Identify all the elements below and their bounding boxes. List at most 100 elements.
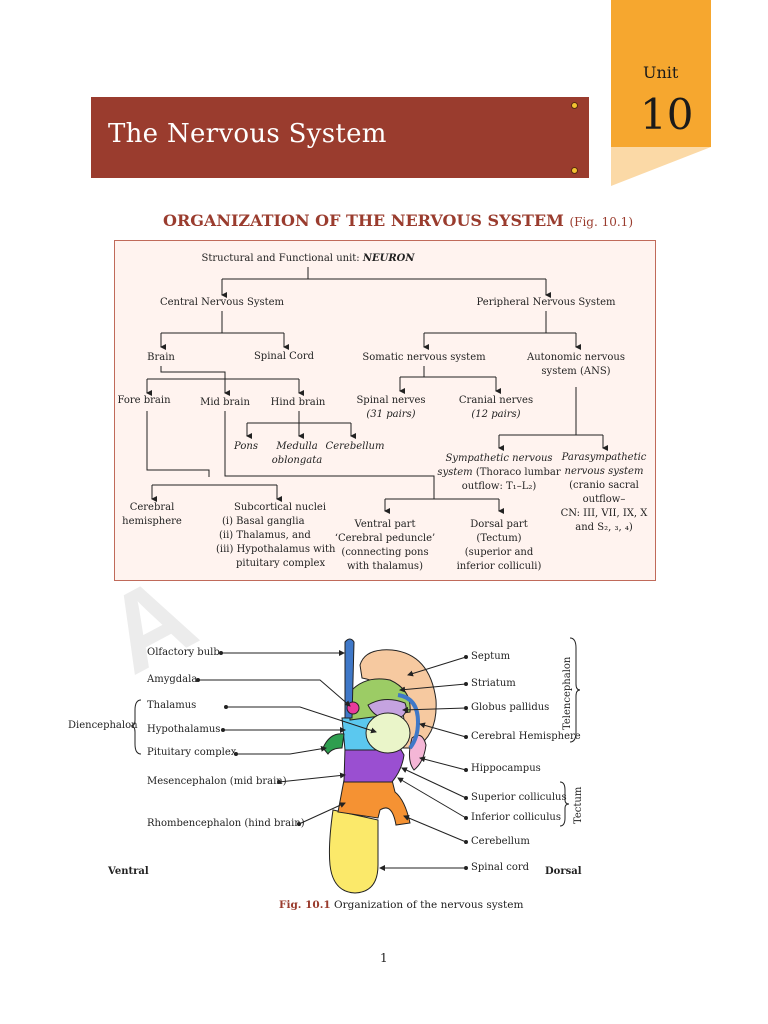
tree-root-neuron: NEURON <box>362 253 415 264</box>
figure-caption-label: Fig. 10.1 <box>279 899 331 911</box>
label-diencephalon: Diencephalon <box>68 720 138 731</box>
region-thalamus <box>365 712 411 754</box>
tree-cerebral-hemisphere: Cerebral hemisphere <box>122 501 182 529</box>
organization-tree: Structural and Functional unit: NEURON C… <box>114 240 656 581</box>
tree-cerebral-line-2: hemisphere <box>122 516 182 527</box>
tree-sub-ii: (ii) Thalamus, and <box>219 530 311 541</box>
label-thalamus: Thalamus <box>147 700 197 711</box>
chapter-title-banner: The Nervous System <box>91 97 589 178</box>
tree-sub-iii: (iii) Hypothalamus with <box>216 544 336 555</box>
tree-para-line-1: Parasympathetic <box>561 452 647 463</box>
figure-caption: Fig. 10.1 Organization of the nervous sy… <box>279 899 523 911</box>
tree-hind-brain: Hind brain <box>270 397 326 408</box>
label-pituitary-complex: Pituitary complex <box>147 747 237 758</box>
section-heading: ORGANIZATION OF THE NERVOUS SYSTEM (Fig.… <box>163 211 633 230</box>
tree-symp-system: system <box>437 467 473 478</box>
page-number: 1 <box>380 951 388 965</box>
chapter-title: The Nervous System <box>108 119 387 149</box>
tree-pons: Pons <box>234 441 258 452</box>
region-pituitary <box>322 733 345 755</box>
tree-dorsal-line-1: Dorsal part <box>470 519 528 530</box>
region-mesencephalon <box>343 747 405 783</box>
label-striatum: Striatum <box>471 678 516 689</box>
tree-spinal-pairs: (31 pairs) <box>366 409 416 420</box>
tree-dorsal-line-3: (superior and <box>464 547 534 558</box>
diencephalon-brace <box>130 699 142 755</box>
tree-sympathetic: Sympathetic nervous system (Thoraco lumba… <box>437 452 560 494</box>
tree-symp-line-3: outflow: T₁–L₂) <box>461 481 537 492</box>
tree-symp-line-1: Sympathetic nervous <box>445 453 553 464</box>
tree-cranial-nerves: Cranial nerves (12 pairs) <box>459 394 533 422</box>
tree-cranial-nerves-label: Cranial nerves <box>458 395 534 406</box>
label-rhombencephalon: Rhombencephalon (hind brain) <box>147 818 305 829</box>
unit-tab-fold <box>611 147 711 186</box>
label-cerebral-hemisphere: Cerebral Hemisphere <box>471 731 581 742</box>
label-septum: Septum <box>471 651 511 662</box>
right-leader-lines <box>379 656 467 871</box>
tectum-brace <box>559 781 570 827</box>
tree-ventral-line-4: with thalamus) <box>347 561 423 572</box>
unit-label: Unit <box>643 63 679 82</box>
tree-symp-line-2: system (Thoraco lumbar <box>437 466 560 480</box>
label-superior-colliculus: Superior colliculus <box>471 792 567 803</box>
tree-cerebral-line-1: Cerebral <box>129 502 175 513</box>
tree-somatic: Somatic nervous system <box>362 352 486 363</box>
tree-medulla: Medulla oblongata <box>272 440 322 468</box>
region-spinal-cord <box>328 809 379 894</box>
tree-cranial-pairs: (12 pairs) <box>471 409 521 420</box>
label-inferior-colliculus: Inferior colliculus <box>471 812 561 823</box>
tree-ventral-part: Ventral part ‘Cerebral peduncle’ (connecti… <box>335 518 435 574</box>
label-hypothalamus: Hypothalamus <box>147 724 221 735</box>
tree-para-line-2: nervous system <box>564 466 644 477</box>
tree-subcortical: Subcortical nuclei (i) Basal ganglia (ii… <box>216 501 335 571</box>
figure-caption-text: Organization of the nervous system <box>330 899 524 911</box>
tree-root-label: Structural and Functional unit: <box>201 253 363 264</box>
tree-ventral-line-2: ‘Cerebral peduncle’ <box>334 533 436 544</box>
region-septum <box>397 693 421 750</box>
label-tectum: Tectum <box>573 786 584 824</box>
label-dorsal: Dorsal <box>545 866 582 877</box>
label-mesencephalon: Mesencephalon (mid brain) <box>147 776 287 787</box>
tree-pns: Peripheral Nervous System <box>476 297 616 308</box>
tree-ventral-line-1: Ventral part <box>354 519 416 530</box>
tree-para-line-4: outflow– <box>582 494 626 505</box>
tree-cerebellum: Cerebellum <box>325 441 385 452</box>
label-globus-pallidus: Globus pallidus <box>471 702 550 713</box>
tree-sub-i: (i) Basal ganglia <box>222 516 305 527</box>
label-ventral: Ventral <box>108 866 149 877</box>
tree-ans-line-2: system (ANS) <box>541 366 611 377</box>
section-heading-text: ORGANIZATION OF THE NERVOUS SYSTEM <box>163 211 564 230</box>
brain-figure <box>130 637 581 894</box>
tree-medulla-line-1: Medulla <box>276 441 318 452</box>
label-cerebellum: Cerebellum <box>471 836 530 847</box>
right-leader-dots <box>464 655 468 870</box>
tree-medulla-line-2: oblongata <box>271 455 323 466</box>
tree-connectors <box>146 267 608 514</box>
tree-para-line-5: CN: III, VII, IX, X <box>560 508 648 519</box>
tree-spinal-nerves-label: Spinal nerves <box>356 395 426 406</box>
tree-dorsal-line-2: (Tectum) <box>476 533 522 544</box>
tree-fore-brain: Fore brain <box>117 395 171 406</box>
tree-parasympathetic: Parasympathetic nervous system (cranio sac… <box>561 451 648 535</box>
tree-para-line-3: (cranio sacral <box>569 480 639 491</box>
label-spinal-cord: Spinal cord <box>471 862 530 873</box>
unit-tab <box>611 0 711 147</box>
tree-root: Structural and Functional unit: NEURON <box>202 252 415 266</box>
tree-ventral-line-3: (connecting pons <box>341 547 429 558</box>
label-amygdala: Amygdala <box>147 674 198 685</box>
unit-number: 10 <box>640 90 694 139</box>
tree-symp-thoraco: (Thoraco lumbar <box>472 467 561 478</box>
label-hippocampus: Hippocampus <box>471 763 541 774</box>
tree-spinal-cord: Spinal Cord <box>253 351 315 362</box>
figure-reference: (Fig. 10.1) <box>569 215 633 229</box>
banner-dot-icon <box>571 102 578 109</box>
label-olfactory-bulb: Olfactory bulb <box>147 647 220 658</box>
label-telencephalon: Telencephalon <box>562 656 573 730</box>
telencephalon-brace <box>569 637 581 743</box>
banner-dot-icon <box>571 167 578 174</box>
region-hippocampus <box>408 734 427 771</box>
left-leader-lines <box>198 650 377 825</box>
tree-brain: Brain <box>147 352 175 363</box>
